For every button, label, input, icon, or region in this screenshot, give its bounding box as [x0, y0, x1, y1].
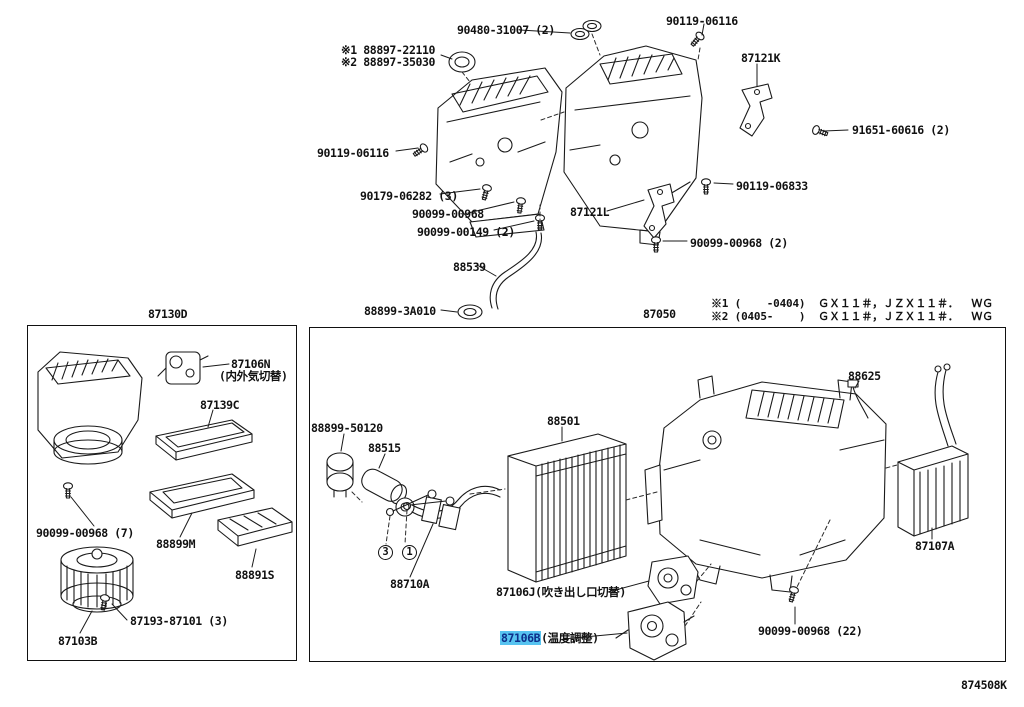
part-label-87103B: 87103B — [58, 634, 98, 648]
group-box-87050 — [309, 327, 1006, 662]
part-label-88515: 88515 — [368, 441, 401, 455]
blower-motor-87103B-art — [60, 546, 134, 613]
part-label-88501: 88501 — [547, 414, 580, 428]
highlighted-part-note: (温度調整) — [541, 631, 599, 645]
part-label-87106B[interactable]: 87106B(温度調整) — [500, 631, 599, 645]
part-label-90099-00968-2: 90099-00968 (2) — [690, 236, 788, 250]
part-label-90099-00968: 90099-00968 — [412, 207, 484, 221]
callout-3: 3 — [378, 545, 393, 560]
servo-87106N-art — [157, 351, 209, 385]
bracket-87121L-art — [643, 183, 675, 239]
part-label-90119-06116-left: 90119-06116 — [317, 146, 389, 160]
hose-88539-art — [489, 231, 542, 310]
part-label-90179-06282: 90179-06282 (3) — [360, 189, 458, 203]
filter-frame-87139C-art — [155, 419, 253, 461]
group-box-87130D — [27, 325, 297, 661]
part-label-88899-50120: 88899-50120 — [311, 421, 383, 435]
evaporator-88501-art — [507, 433, 627, 583]
part-label-87121L: 87121L — [570, 205, 610, 219]
part-label-88897-22110: ※1 88897-22110 — [341, 43, 436, 57]
oil-seal-art — [448, 51, 476, 73]
bracket-87121K-art — [739, 83, 773, 137]
plate-88891S-art — [217, 507, 293, 547]
highlighted-part-number[interactable]: 87106B — [500, 631, 542, 645]
heater-unit-left-case-art — [435, 67, 563, 238]
part-label-87121K: 87121K — [741, 51, 781, 65]
part-label-88625: 88625 — [848, 369, 881, 383]
servo-87106J-art — [647, 555, 699, 605]
part-label-88897-35030: ※2 88897-35030 — [341, 55, 436, 69]
part-label-90119-06833: 90119-06833 — [736, 179, 808, 193]
part-label-88899-3A010: 88899-3A010 — [364, 304, 436, 318]
part-label-88891S: 88891S — [235, 568, 275, 582]
expansion-valve-88710A-art — [385, 489, 461, 545]
group-label-87130D: 87130D — [148, 307, 188, 321]
callout-1: 1 — [402, 545, 417, 560]
frame-88899M-art — [149, 473, 255, 519]
part-label-88899M: 88899M — [156, 537, 196, 551]
part-label-87107A: 87107A — [915, 539, 955, 553]
part-label-90099-00968-7: 90099-00968 (7) — [36, 526, 134, 540]
part-label-87106N-note: (内外気切替) — [219, 369, 288, 383]
valve-88515-art — [361, 468, 415, 517]
group-label-87050: 87050 — [643, 307, 676, 321]
part-label-91651-60616: 91651-60616 (2) — [852, 123, 950, 137]
heater-core-87107A-art — [897, 363, 969, 537]
grommets-90480-art — [570, 19, 602, 41]
part-label-90099-00968-22: 90099-00968 (22) — [758, 624, 863, 638]
part-label-90480-31007: 90480-31007 (2) — [457, 23, 555, 37]
part-label-87106J: 87106J(吹き出し口切替) — [496, 585, 626, 599]
note-line-2: ※2 (0405- ) ＧＸ１１＃，ＪＺＸ１１＃． ＷＧ — [711, 310, 993, 323]
note-line-1: ※1 ( -0404) ＧＸ１１＃，ＪＺＸ１１＃． ＷＧ — [711, 297, 993, 310]
part-label-87106N: 87106N — [231, 357, 271, 371]
diagram-code: 874508K — [961, 678, 1007, 692]
part-label-88710A: 88710A — [390, 577, 430, 591]
part-label-87139C: 87139C — [200, 398, 240, 412]
blower-case-art — [37, 351, 143, 465]
part-label-90119-06116-top: 90119-06116 — [666, 14, 738, 28]
leader-lines — [70, 23, 933, 640]
part-label-88539: 88539 — [453, 260, 486, 274]
servo-87106B-art — [615, 601, 695, 661]
grommet-88899-3A010-art — [457, 304, 483, 320]
part-label-90099-00149: 90099-00149 (2) — [417, 225, 515, 239]
motor-88899-50120-art — [326, 452, 354, 498]
part-label-87193-87101: 87193-87101 (3) — [130, 614, 228, 628]
heater-case-87050-art — [644, 375, 887, 593]
